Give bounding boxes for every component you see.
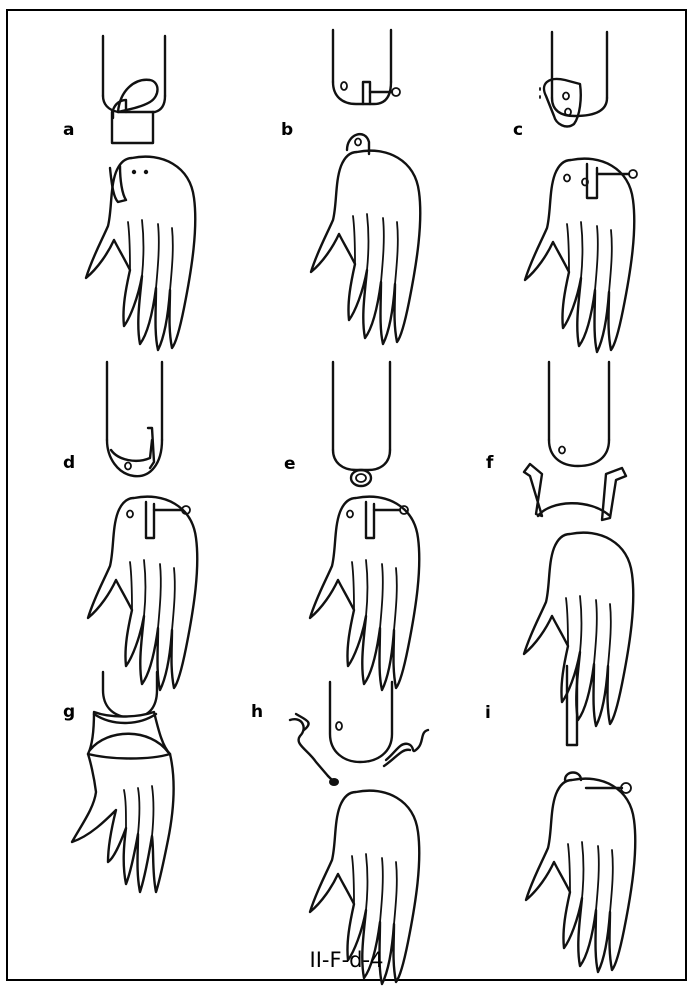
panel-e-finger bbox=[333, 362, 390, 486]
panel-a-hand bbox=[86, 157, 195, 350]
panel-f-finger bbox=[549, 362, 609, 466]
panel-label-g: g bbox=[63, 704, 75, 721]
panel-d bbox=[88, 362, 197, 690]
panel-d-finger bbox=[107, 362, 162, 476]
panel-label-d: d bbox=[63, 455, 75, 472]
panel-h-hand bbox=[290, 714, 428, 984]
panel-a bbox=[86, 36, 195, 350]
panel-g-hand bbox=[72, 712, 174, 892]
panel-label-c: c bbox=[513, 122, 523, 139]
panel-d-hand bbox=[88, 497, 197, 690]
panel-label-e: e bbox=[284, 456, 296, 473]
panel-f-hand bbox=[524, 464, 633, 726]
panel-b bbox=[311, 30, 420, 344]
panel-label-h: h bbox=[251, 704, 263, 721]
panel-c-hand bbox=[525, 159, 637, 352]
panel-h bbox=[290, 682, 428, 984]
panel-i-hand bbox=[526, 773, 635, 973]
panel-label-b: b bbox=[281, 122, 293, 139]
panel-a-finger bbox=[103, 36, 165, 143]
panel-label-f: f bbox=[486, 455, 493, 472]
panel-f bbox=[524, 362, 633, 726]
figure-caption: II-F-d-4 bbox=[0, 950, 693, 971]
panel-c-finger bbox=[540, 32, 607, 126]
panel-c bbox=[525, 32, 637, 352]
panel-g bbox=[72, 672, 174, 892]
panel-h-finger bbox=[330, 682, 392, 762]
panel-g-finger bbox=[103, 672, 157, 718]
panel-e-hand bbox=[310, 497, 419, 690]
panel-b-hand bbox=[311, 134, 420, 344]
panel-label-a: a bbox=[63, 122, 74, 139]
panel-label-i: i bbox=[485, 705, 491, 722]
panel-b-finger bbox=[333, 30, 400, 104]
panel-e bbox=[310, 362, 419, 690]
